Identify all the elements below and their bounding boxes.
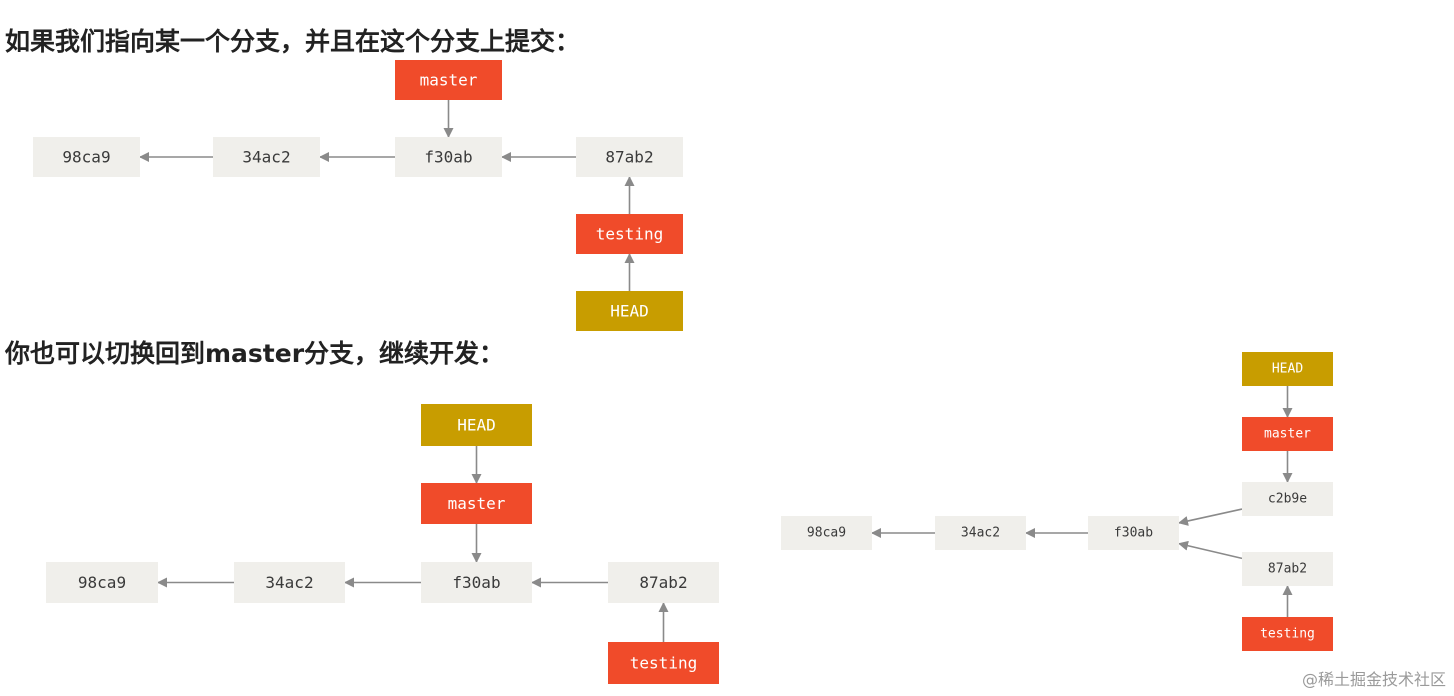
heading-first: 如果我们指向某一个分支，并且在这个分支上提交： — [5, 27, 581, 56]
branch-label-testing: testing — [1260, 627, 1315, 642]
head-label-head: HEAD — [1272, 362, 1303, 377]
commit-label-34ac2: 34ac2 — [265, 573, 313, 592]
commit-box-f30ab — [395, 137, 502, 177]
head-label-head: HEAD — [610, 302, 649, 321]
commit-box-f30ab — [421, 562, 532, 603]
arrow-87ab2-to-f30ab — [1178, 540, 1243, 560]
commit-label-c2b9e: c2b9e — [1268, 492, 1307, 507]
commit-label-f30ab: f30ab — [424, 148, 472, 167]
branch-box-master — [395, 60, 502, 100]
head-box-head — [576, 291, 683, 331]
branch-label-testing: testing — [596, 225, 663, 244]
commit-label-87ab2: 87ab2 — [639, 573, 687, 592]
commit-box-f30ab — [1088, 516, 1179, 550]
commit-label-98ca9: 98ca9 — [78, 573, 126, 592]
branch-label-master: master — [448, 494, 506, 513]
head-box-head — [421, 404, 532, 446]
commit-label-87ab2: 87ab2 — [605, 148, 653, 167]
commit-label-34ac2: 34ac2 — [961, 526, 1000, 541]
commit-box-98ca9 — [781, 516, 872, 550]
commit-label-34ac2: 34ac2 — [242, 148, 290, 167]
commit-box-34ac2 — [234, 562, 345, 603]
diagram-after-checkout-master: 98ca9 34ac2 f30ab 87ab2 HEAD master testing — [46, 404, 719, 684]
watermark: @稀土掘金技术社区 — [1301, 670, 1446, 689]
branch-box-testing — [608, 642, 719, 684]
branch-box-master — [1242, 417, 1333, 451]
commit-label-f30ab: f30ab — [1114, 526, 1153, 541]
heading-second: 你也可以切换回到master分支，继续开发： — [5, 339, 505, 368]
branch-label-master: master — [1264, 427, 1311, 442]
branch-box-master — [421, 483, 532, 524]
commit-box-34ac2 — [935, 516, 1026, 550]
head-box-head — [1242, 352, 1333, 386]
arrow-c2b9e-to-f30ab — [1178, 508, 1243, 526]
commit-box-34ac2 — [213, 137, 320, 177]
branch-label-master: master — [420, 71, 478, 90]
branch-box-testing — [1242, 617, 1333, 651]
commit-box-87ab2 — [1242, 552, 1333, 586]
commit-box-c2b9e — [1242, 482, 1333, 516]
branch-label-testing: testing — [630, 654, 697, 673]
commit-label-f30ab: f30ab — [452, 573, 500, 592]
commit-label-87ab2: 87ab2 — [1268, 562, 1307, 577]
commit-box-98ca9 — [33, 137, 140, 177]
branch-box-testing — [576, 214, 683, 254]
diagram-after-new-commit: 98ca9 34ac2 f30ab c2b9e 87ab2 HEAD master testi… — [781, 352, 1333, 651]
commit-label-98ca9: 98ca9 — [62, 148, 110, 167]
commit-label-98ca9: 98ca9 — [807, 526, 846, 541]
commit-box-98ca9 — [46, 562, 158, 603]
commit-box-87ab2 — [608, 562, 719, 603]
commit-box-87ab2 — [576, 137, 683, 177]
head-label-head: HEAD — [457, 416, 496, 435]
